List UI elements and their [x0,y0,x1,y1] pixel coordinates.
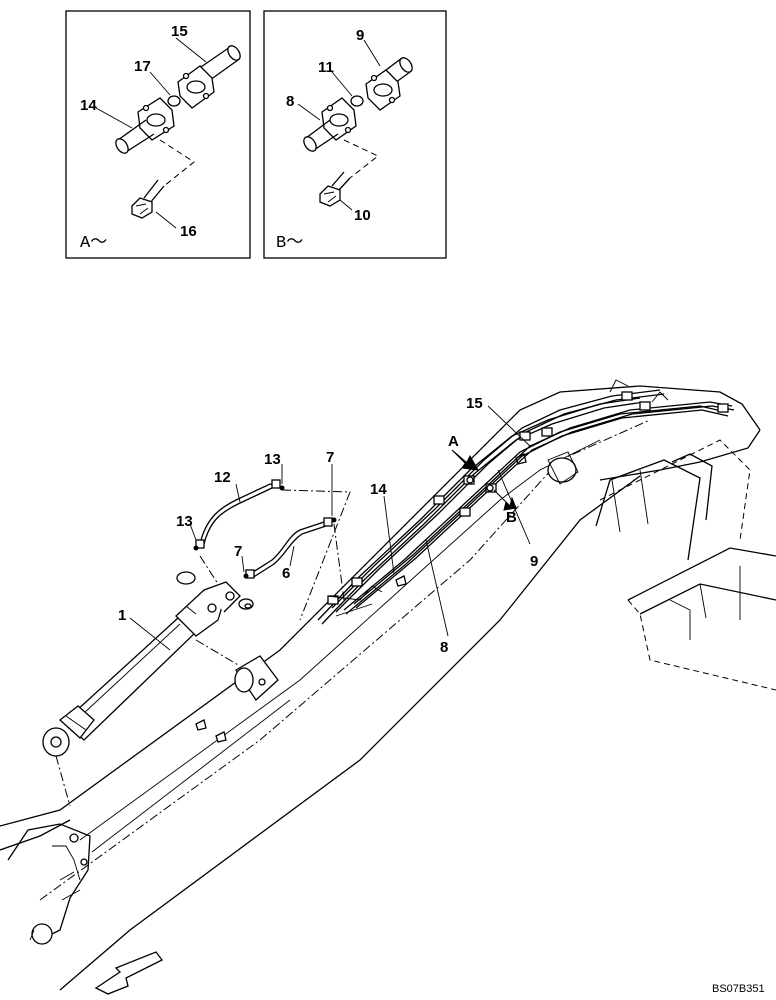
callout-10-b: 10 [354,207,371,224]
callout-9-b: 9 [356,27,364,44]
pipe-14-detail [115,119,155,154]
main-assembly: 15 A B 14 9 8 13 12 7 13 7 6 1 [0,379,776,991]
joint-a [466,476,474,484]
bolt-10 [319,171,351,207]
boom [0,385,761,991]
flange-8 [321,97,357,141]
drawing-code: BS07B351 [712,983,765,995]
callout-a-main: A [448,433,459,450]
inset-b-frame [263,10,447,259]
callout-14-main: 14 [370,481,387,498]
joint-b [486,484,494,492]
callout-1-main: 1 [118,607,126,624]
hose-12 [195,479,281,549]
boom-cylinder [42,571,279,807]
callout-9-main: 9 [530,553,538,570]
pipe-8-detail [303,119,339,152]
callout-15-main: 15 [466,395,483,412]
front-direction-arrow-icon [94,951,163,995]
flange-9 [365,69,401,111]
callout-b-main: B [506,509,517,526]
upper-structure [595,439,776,691]
callout-7-upper: 7 [326,449,334,466]
pipe-15 [331,389,665,613]
inset-a: 15 17 14 16 A～ [65,10,251,259]
callout-8-b: 8 [286,93,294,110]
callout-8-main: 8 [440,639,448,656]
callout-13-upper: 13 [264,451,281,468]
callout-6-main: 6 [282,565,290,582]
arrow-view-b [493,489,517,511]
callout-16-a: 16 [180,223,197,240]
flange-14 [137,97,175,141]
pipe-9 [353,401,735,609]
callout-11-b: 11 [318,59,334,76]
callout-7-lower: 7 [234,543,242,560]
callout-14-a: 14 [80,97,97,114]
hose-6 [245,517,333,579]
arrow-view-a [451,449,479,471]
boom-foot-pin [31,923,53,945]
inset-b: 9 11 8 10 B～ [263,10,447,259]
callout-12-main: 12 [214,469,231,486]
callout-15-a: 15 [171,23,188,40]
bolt-16 [131,179,165,219]
view-label-b: B～ [276,234,303,253]
callout-17-a: 17 [134,58,151,75]
o-ring-17 [167,95,181,107]
flange-15 [177,65,215,109]
callout-13-lower: 13 [176,513,193,530]
o-ring-11 [350,95,364,107]
view-label-a: A～ [80,234,107,253]
inset-a-frame [65,10,251,259]
